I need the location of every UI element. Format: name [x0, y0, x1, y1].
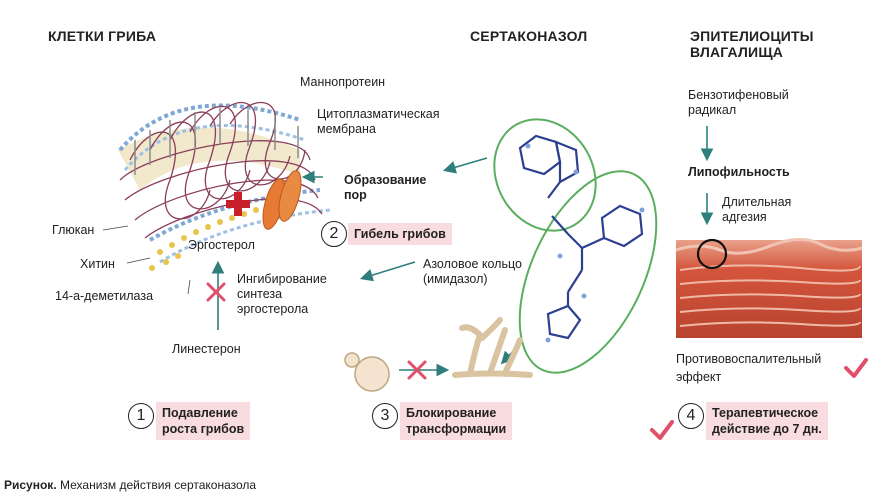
column-title-drug: СЕРТАКОНАЗОЛ — [470, 28, 588, 44]
label-demethylase: 14-а-деметилаза — [55, 289, 154, 303]
label-lanosterol: Линестерон — [172, 342, 241, 356]
step-3-number: 3 — [372, 403, 398, 429]
step-2-label: Гибель грибов — [348, 223, 452, 245]
step-3-label: Блокирование трансформации — [400, 402, 513, 440]
label-azole-ring: Азоловое кольцо (имидазол) — [423, 257, 522, 286]
label-pore-formation: Образование пор — [344, 173, 427, 202]
check-icons — [650, 358, 868, 440]
yeast-cell — [344, 352, 390, 392]
step-1-number: 1 — [128, 403, 154, 429]
column-title-fungus: КЛЕТКИ ГРИБА — [48, 28, 157, 44]
fungal-cell-wall — [118, 101, 331, 271]
epithelium-tissue — [675, 238, 863, 338]
label-chitin: Хитин — [80, 257, 115, 271]
step-2-number: 2 — [321, 221, 347, 247]
column-title-epithelium: ЭПИТЕЛИОЦИТЫ ВЛАГАЛИЩА — [690, 28, 814, 60]
step-1-label: Подавление роста грибов — [156, 402, 251, 440]
step-4-label: Терапевтическое действие до 7 дн. — [706, 402, 828, 440]
sertaconazole-molecule — [493, 118, 658, 374]
label-membrane: Цитоплазматическая мембрана — [317, 107, 440, 136]
cross-icons — [206, 282, 427, 380]
step-4-number: 4 — [678, 403, 704, 429]
figure-caption: Рисунок. Механизм действия сертаконазола — [4, 478, 257, 492]
label-lipophilicity: Липофильность — [688, 165, 790, 179]
arrow-to-pore — [442, 157, 488, 174]
hyphae — [452, 317, 533, 378]
label-ergosterol: Эргостерол — [188, 238, 255, 252]
label-benzothiophene: Бензотифеновый радикал — [688, 88, 789, 117]
label-glucan: Глюкан — [52, 223, 95, 237]
arrow-azole-inhibition — [359, 261, 416, 282]
label-anti-inflammatory: Противовоспалительный эффект — [676, 352, 822, 384]
label-adhesion: Длительная адгезия — [722, 195, 792, 224]
label-mannoprotein: Маннопротеин — [300, 75, 386, 89]
label-inhibition: Ингибирование синтеза эргостерола — [237, 272, 327, 316]
